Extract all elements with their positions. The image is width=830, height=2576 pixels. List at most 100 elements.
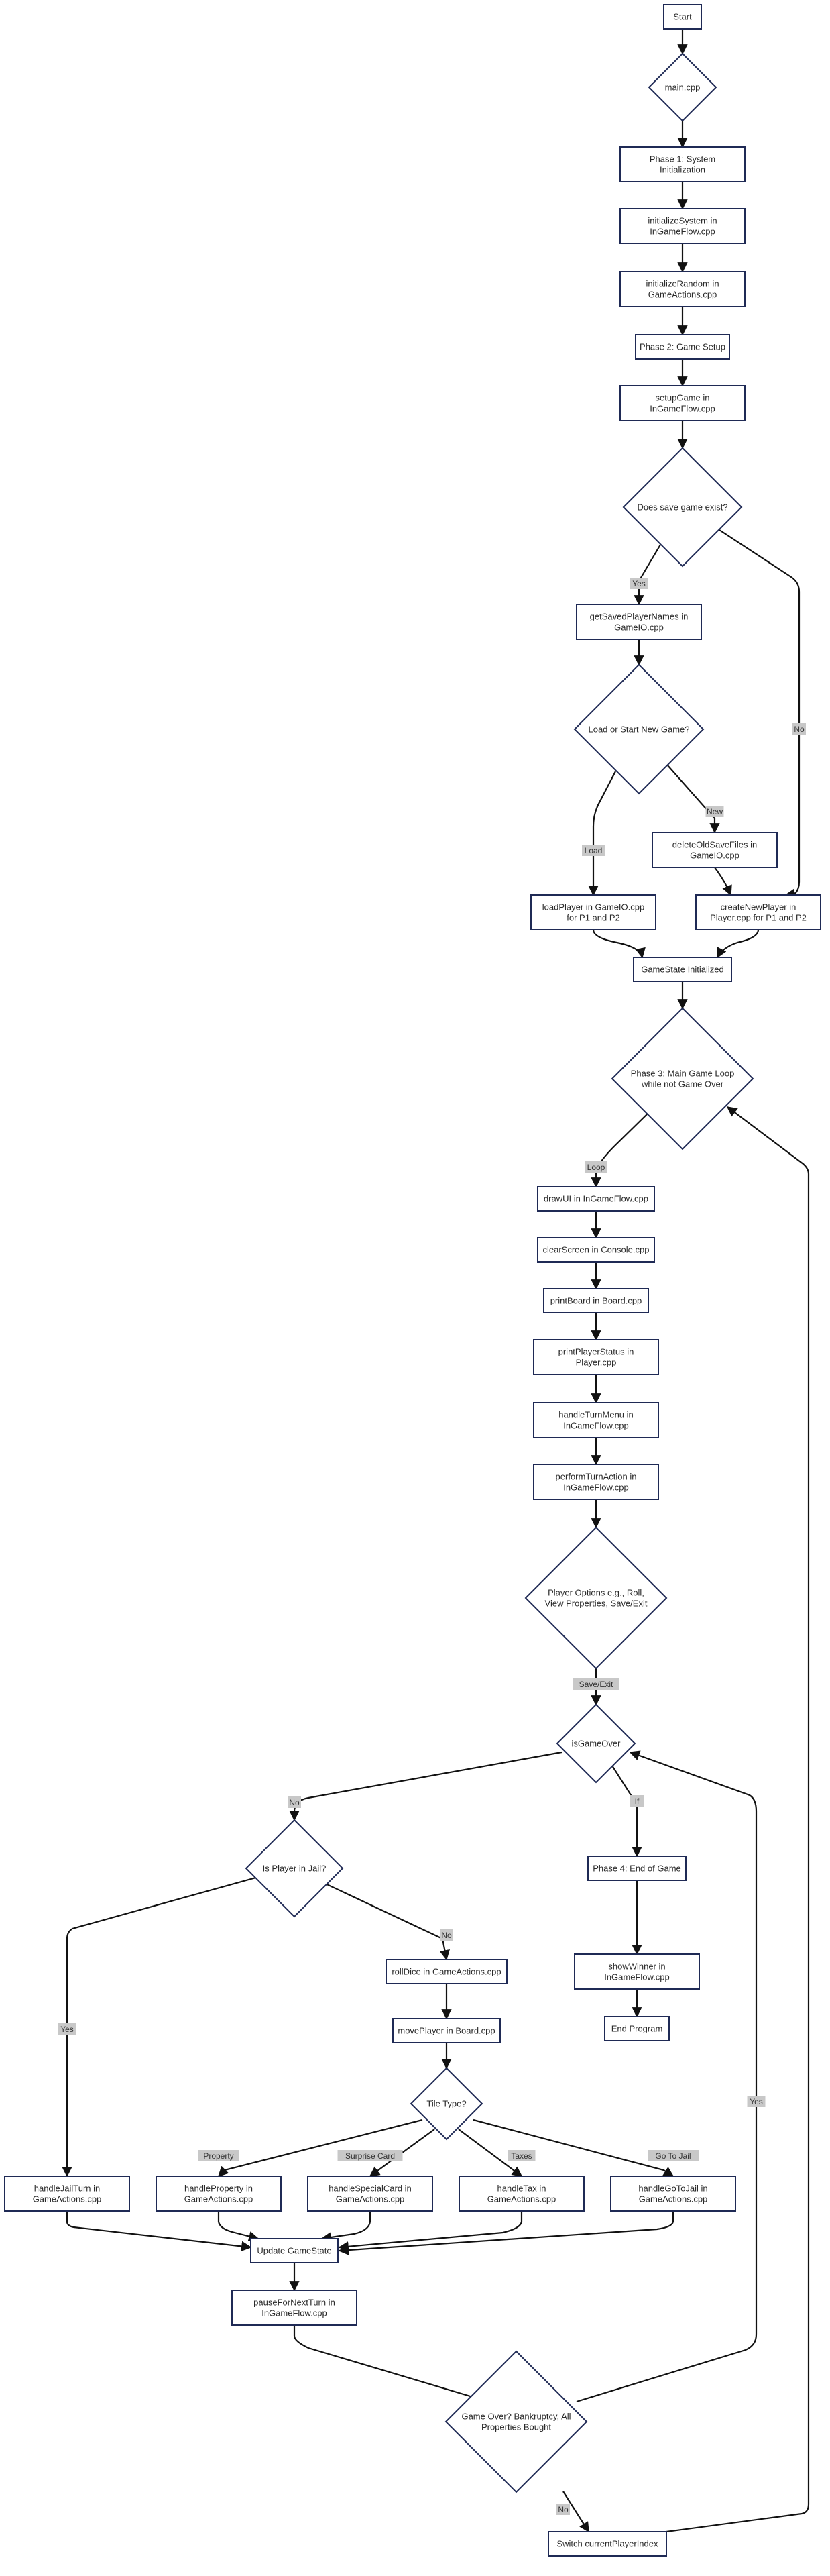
node-text: handleGoToJail in bbox=[638, 2184, 707, 2194]
flow-edge bbox=[591, 1113, 648, 1188]
edge-label-no-over: No bbox=[288, 1796, 301, 1808]
node-text: setupGame in bbox=[656, 393, 710, 403]
node-text: printBoard in Board.cpp bbox=[550, 1296, 642, 1306]
node-text: drawUI in InGameFlow.cpp bbox=[544, 1194, 648, 1204]
flow-edge bbox=[66, 2211, 252, 2252]
flow-edge bbox=[717, 528, 801, 899]
node-text: GameIO.cpp bbox=[690, 851, 739, 861]
node-text: loadPlayer in GameIO.cpp bbox=[542, 902, 644, 912]
node-start: Start bbox=[663, 4, 702, 30]
node-text: Properties Bought bbox=[481, 2422, 551, 2432]
node-text: performTurnAction in bbox=[556, 1472, 637, 1482]
flow-edge bbox=[634, 544, 661, 606]
flow-edge bbox=[717, 929, 760, 959]
node-text: Phase 4: End of Game bbox=[593, 1864, 681, 1874]
node-text: Switch currentPlayerIndex bbox=[556, 2539, 658, 2549]
svg-text:Loop: Loop bbox=[587, 1163, 605, 1172]
node-text: GameActions.cpp bbox=[487, 2194, 556, 2204]
node-text: GameActions.cpp bbox=[336, 2194, 405, 2204]
node-print-board: printBoard in Board.cpp bbox=[543, 1288, 649, 1313]
flow-edge bbox=[576, 1750, 758, 2403]
node-text: handleJailTurn in bbox=[34, 2184, 101, 2194]
node-text: rollDice in GameActions.cpp bbox=[392, 1967, 501, 1977]
flow-edge bbox=[666, 1106, 810, 2533]
node-text: Player.cpp bbox=[576, 1358, 617, 1368]
flow-edge bbox=[320, 2211, 371, 2243]
node-phase4: Phase 4: End of Game bbox=[587, 1856, 687, 1881]
flow-edge bbox=[217, 2118, 423, 2178]
node-text: Player.cpp for P1 and P2 bbox=[710, 913, 807, 923]
flow-edge bbox=[592, 929, 646, 959]
svg-text:No: No bbox=[794, 724, 805, 734]
svg-text:New: New bbox=[707, 807, 723, 816]
edge-label-no-saved: No bbox=[792, 723, 806, 735]
node-text: Tile Type? bbox=[426, 2099, 466, 2109]
node-text: Phase 1: System bbox=[650, 154, 715, 164]
node-switch-player: Switch currentPlayerIndex bbox=[548, 2531, 667, 2557]
flow-edge bbox=[458, 2129, 523, 2177]
edge-label-yes-final: Yes bbox=[747, 2096, 766, 2107]
node-text: InGameFlow.cpp bbox=[650, 227, 715, 237]
node-phase2: Phase 2: Game Setup bbox=[635, 334, 730, 360]
node-clear-screen: clearScreen in Console.cpp bbox=[537, 1237, 655, 1263]
node-update-state: Update GameState bbox=[250, 2238, 339, 2263]
node-text: Game Over? Bankruptcy, All bbox=[461, 2412, 571, 2422]
edge-label-taxes: Taxes bbox=[508, 2150, 536, 2161]
flow-edge bbox=[293, 2325, 508, 2410]
node-end-program: End Program bbox=[604, 2016, 670, 2041]
node-text: initializeSystem in bbox=[648, 216, 717, 226]
node-text: clearScreen in Console.cpp bbox=[543, 1245, 650, 1255]
node-text: GameState Initialized bbox=[641, 965, 724, 975]
node-text: getSavedPlayerNames in bbox=[590, 612, 689, 622]
edge-label-no-jail: No bbox=[440, 1929, 453, 1941]
node-text: initializeRandom in bbox=[646, 279, 719, 289]
node-player-options: Player Options e.g., Roll,View Propertie… bbox=[524, 1526, 668, 1670]
flow-edge bbox=[320, 1881, 450, 1961]
flow-edge bbox=[473, 2118, 674, 2177]
edge-label-new: New bbox=[705, 806, 724, 817]
node-text: End Program bbox=[611, 2024, 663, 2034]
edge-label-loop: Loop bbox=[585, 1161, 607, 1173]
svg-text:Save/Exit: Save/Exit bbox=[579, 1680, 613, 1689]
node-text: GameActions.cpp bbox=[639, 2194, 708, 2204]
edge-label-go-jail: Go To Jail bbox=[648, 2150, 699, 2161]
node-text: handleTax in bbox=[497, 2184, 546, 2194]
flow-edge bbox=[217, 2211, 259, 2242]
node-text: GameActions.cpp bbox=[33, 2194, 102, 2204]
node-text: Initialization bbox=[660, 165, 705, 175]
node-text: InGameFlow.cpp bbox=[604, 1972, 670, 1982]
node-text: Is Player in Jail? bbox=[263, 1864, 327, 1874]
flow-edge bbox=[62, 1876, 259, 2178]
node-text: InGameFlow.cpp bbox=[563, 1483, 629, 1493]
flow-edge bbox=[562, 2491, 589, 2533]
svg-text:Taxes: Taxes bbox=[511, 2151, 532, 2161]
node-text: main.cpp bbox=[665, 83, 701, 93]
node-state-init: GameState Initialized bbox=[633, 957, 732, 982]
flow-edge bbox=[338, 2211, 674, 2255]
node-text: handleTurnMenu in bbox=[558, 1410, 634, 1420]
node-text: Update GameState bbox=[257, 2246, 331, 2256]
node-roll-dice: rollDice in GameActions.cpp bbox=[386, 1959, 508, 1984]
svg-text:Surprise Card: Surprise Card bbox=[345, 2151, 395, 2161]
node-text: while not Game Over bbox=[641, 1079, 724, 1089]
svg-text:Load: Load bbox=[585, 846, 603, 855]
node-tile-type: Tile Type? bbox=[410, 2067, 483, 2141]
flow-edge bbox=[588, 771, 616, 896]
node-text: Load or Start New Game? bbox=[588, 724, 689, 735]
svg-text:No: No bbox=[289, 1798, 300, 1807]
node-text: printPlayerStatus in bbox=[558, 1347, 634, 1357]
edge-label-yes-jail: Yes bbox=[58, 2023, 76, 2035]
node-text: Player Options e.g., Roll, bbox=[548, 1588, 644, 1598]
node-text: View Properties, Save/Exit bbox=[545, 1599, 648, 1609]
